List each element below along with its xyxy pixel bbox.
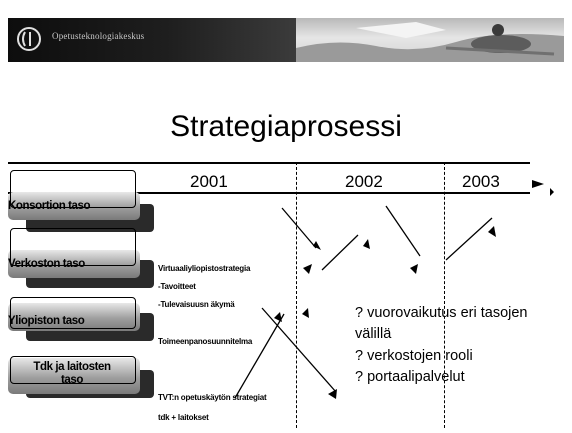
level-faculty-label-line2: taso (60, 374, 84, 386)
axis-arrow-1 (532, 180, 544, 188)
header-photo (296, 18, 564, 62)
item-implementation-plan: Toimeenpanosuunnitelma (158, 337, 253, 346)
timeline-axis (8, 192, 530, 194)
level-university: Yliopiston taso (8, 297, 158, 347)
divider-2001-2002 (296, 162, 297, 428)
level-faculty-label-line1: Tdk ja laitosten (33, 361, 111, 373)
question-interaction: ? vuorovaikutus eri tasojen (355, 305, 528, 321)
level-university-label: Yliopiston taso (8, 315, 85, 327)
arrowhead-7 (328, 389, 337, 399)
item-tdk-departments: tdk + laitokset (158, 413, 209, 422)
arrowhead-6 (302, 308, 309, 318)
question-portal: ? portaalipalvelut (355, 369, 465, 385)
item-tvt-strategy: TVT:n opetuskäytön strategiat (158, 393, 267, 402)
level-consortium: Konsortion taso (8, 170, 158, 236)
level-faculty-label: Tdk ja laitosten taso (8, 361, 136, 387)
divider-2002-2003 (444, 162, 445, 428)
arrowhead-8 (274, 312, 282, 322)
arrowhead-4 (410, 264, 418, 274)
arrowhead-5 (488, 226, 496, 237)
brand-text: Opetusteknologiakeskus (52, 31, 145, 41)
level-consortium-label: Konsortion taso (8, 200, 91, 212)
slide-title: Strategiaprosessi (170, 110, 402, 143)
item-virtual-strategy: Virtuaaliyliopistostrategia (158, 264, 251, 273)
level-network: Verkoston taso (8, 228, 158, 294)
arrowhead-3 (363, 239, 370, 249)
question-networks: ? verkostojen rooli (355, 348, 473, 364)
year-2003: 2003 (462, 172, 500, 191)
top-timeline-line (8, 162, 530, 164)
arrowhead-2 (303, 264, 312, 274)
year-2002: 2002 (345, 172, 383, 191)
arrowhead-1 (313, 241, 321, 250)
university-logo-icon (17, 27, 41, 51)
axis-arrow-2 (550, 188, 554, 196)
question-interaction-cont: välillä (355, 326, 392, 342)
header-dark-bar (8, 18, 296, 62)
item-vision: -Tulevaisuusn äkymä (158, 300, 235, 309)
level-faculty: Tdk ja laitosten taso (8, 356, 158, 402)
year-2001: 2001 (190, 172, 228, 191)
item-goals: -Tavoitteet (158, 282, 196, 291)
header-banner: Opetusteknologiakeskus (0, 0, 572, 70)
level-network-label: Verkoston taso (8, 258, 85, 270)
